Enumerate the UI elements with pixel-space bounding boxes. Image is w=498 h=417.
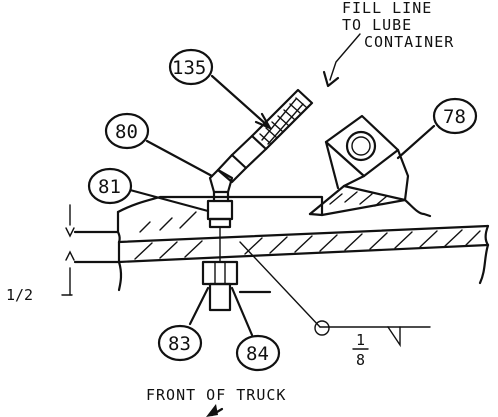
weld-size-denominator: 8 (356, 351, 365, 369)
fill-line-note: FILL LINE TO LUBE CONTAINER (342, 0, 454, 51)
note-line-2: TO LUBE (342, 16, 412, 34)
weld-all-around-icon (314, 320, 330, 336)
plate-hatching (134, 211, 481, 260)
leader-lines (128, 33, 436, 348)
dimension-label: 1/2 (6, 286, 33, 304)
callout-81: 81 (87, 167, 133, 205)
dimension-marker: 1/2 (6, 204, 75, 304)
callout-135: 135 (168, 48, 214, 86)
fill-hose (216, 88, 314, 184)
front-of-truck-label: FRONT OF TRUCK (146, 386, 286, 404)
callout-81-label: 81 (98, 176, 121, 198)
frame-plate (73, 195, 490, 294)
callout-80-label: 80 (115, 121, 138, 143)
callout-80: 80 (104, 112, 150, 150)
callout-83-label: 83 (168, 333, 191, 355)
callout-84: 84 (235, 334, 281, 372)
note-line-1: FILL LINE (342, 0, 432, 17)
callout-135-label: 135 (172, 57, 206, 79)
weld-size-numerator: 1 (356, 331, 365, 349)
direction-arrow-icon (206, 404, 224, 417)
hose-braid (259, 97, 307, 145)
callout-78-label: 78 (443, 106, 466, 128)
callout-83: 83 (157, 324, 203, 362)
lube-bracket (308, 114, 410, 217)
callout-78: 78 (432, 97, 478, 135)
note-line-3: CONTAINER (364, 33, 454, 51)
callout-84-label: 84 (246, 343, 269, 365)
